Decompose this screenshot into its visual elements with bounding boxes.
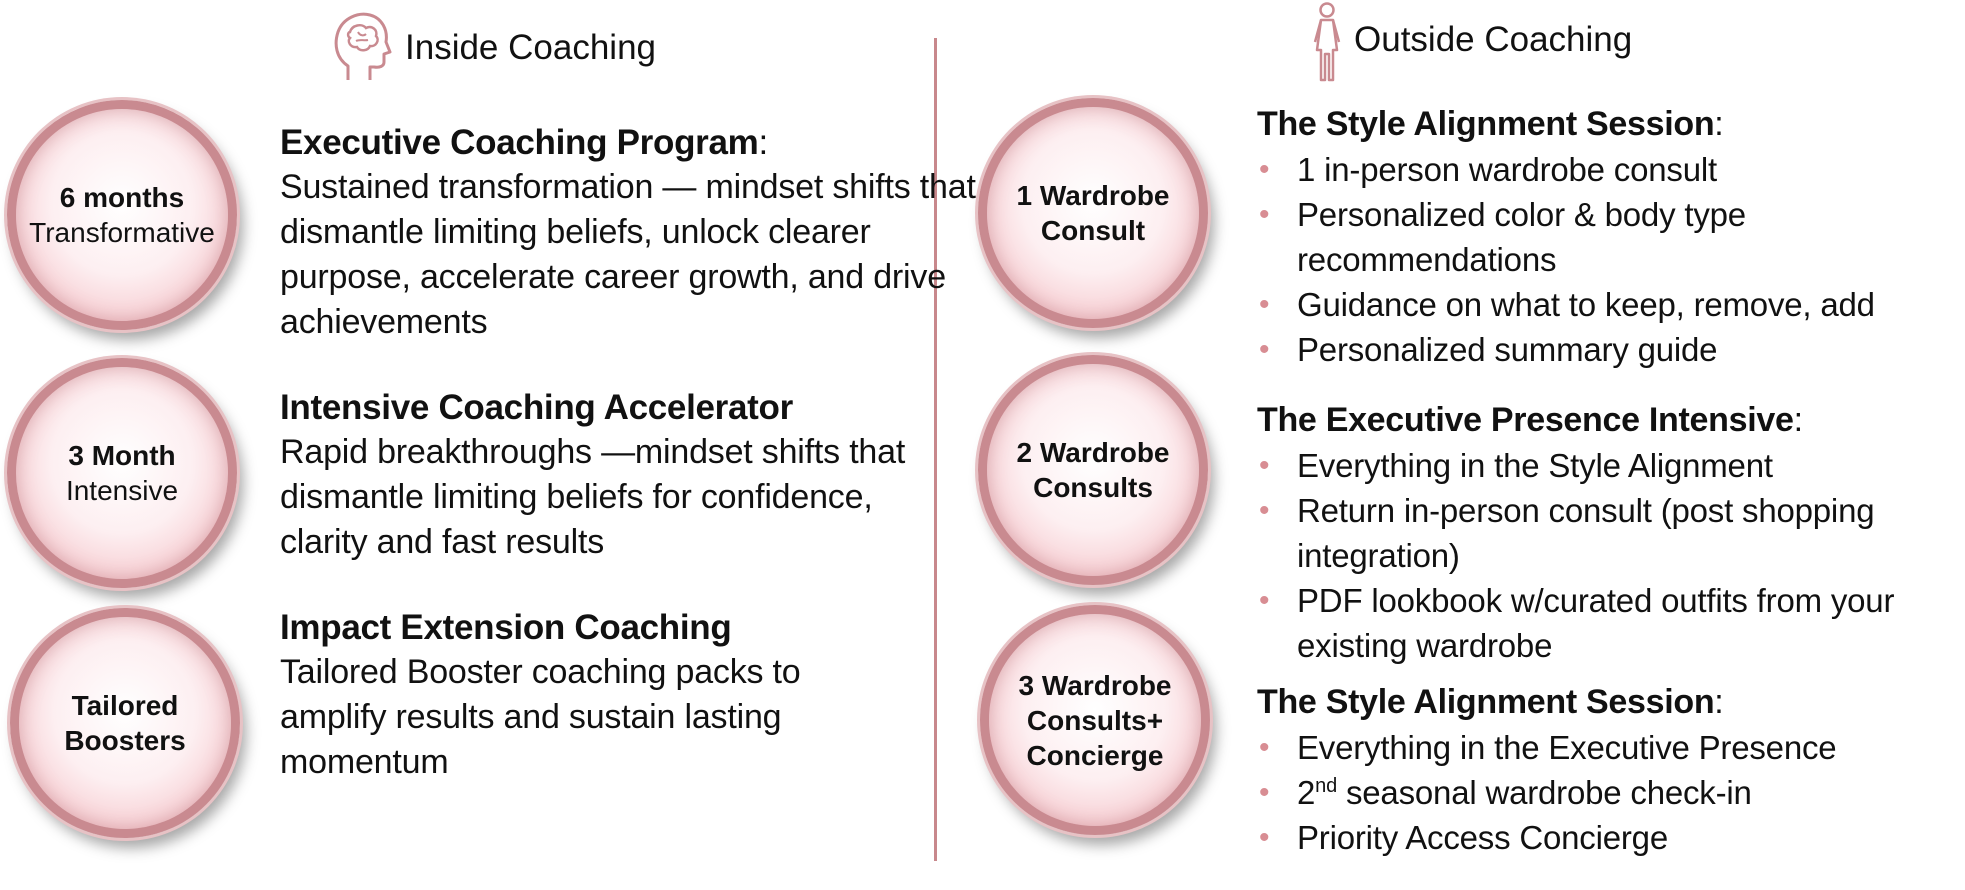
- badge-line: Consults+: [1026, 704, 1164, 736]
- woman-figure-icon: [1310, 2, 1344, 82]
- bullet-item: Priority Access Concierge: [1257, 815, 1857, 860]
- badge-3-wardrobe-consults-concierge: 3 Wardrobe Consults+ Concierge: [980, 605, 1210, 835]
- badge-3-month: 3 Month Intensive: [7, 358, 237, 588]
- package-title: The Executive Presence Intensive:: [1257, 398, 1965, 443]
- program-executive-coaching: Executive Coaching Program: Sustained tr…: [280, 120, 980, 345]
- program-intensive-accelerator: Intensive Coaching Accelerator Rapid bre…: [280, 385, 920, 565]
- brain-head-icon: [330, 10, 392, 82]
- package-title-text: The Style Alignment Session: [1257, 683, 1715, 721]
- badge-line: 2 Wardrobe: [1016, 437, 1170, 468]
- program-description: Tailored Booster coaching packs to ampli…: [280, 653, 801, 781]
- badge-top-text: 3 Month: [68, 440, 176, 471]
- program-impact-extension: Impact Extension Coaching Tailored Boost…: [280, 605, 880, 785]
- badge-line: Consults: [1033, 472, 1153, 503]
- package-title-colon: :: [1793, 401, 1803, 439]
- program-title: Impact Extension Coaching: [280, 608, 732, 647]
- badge-2-wardrobe-consults: 2 Wardrobe Consults: [978, 355, 1208, 585]
- program-description: Sustained transformation — mindset shift…: [280, 168, 976, 341]
- program-title-text: Executive Coaching Program: [280, 123, 759, 162]
- badge-bottom-text: Boosters: [64, 725, 186, 756]
- badge-bottom-text: Intensive: [65, 475, 179, 506]
- badge-line: 3 Wardrobe: [1018, 669, 1172, 701]
- package-title: The Style Alignment Session:: [1257, 102, 1965, 147]
- ordinal-number: 2: [1297, 774, 1316, 811]
- section-title-outside: Outside Coaching: [1354, 20, 1633, 59]
- bullet-item: Everything in the Style Alignment: [1257, 443, 1857, 488]
- badge-6-months: 6 months Transformative: [7, 100, 237, 330]
- badge-top-text: 6 months: [59, 182, 185, 213]
- badge-line: Concierge: [1026, 739, 1164, 771]
- badge-tailored-boosters: Tailored Boosters: [10, 608, 240, 838]
- badge-top-text: Tailored: [71, 690, 179, 721]
- program-title-colon: :: [758, 123, 768, 162]
- package-style-alignment: The Style Alignment Session: 1 in-person…: [1257, 102, 1965, 372]
- section-title-inside: Inside Coaching: [405, 28, 656, 67]
- bullet-item: Personalized color & body type recommend…: [1257, 192, 1817, 282]
- package-title-colon: :: [1714, 683, 1724, 721]
- bullet-rest: seasonal wardrobe check-in: [1337, 774, 1752, 811]
- package-bullets: Everything in the Style Alignment Return…: [1257, 443, 1965, 668]
- bullet-item: Personalized summary guide: [1257, 327, 1857, 372]
- bullet-item: Guidance on what to keep, remove, add: [1257, 282, 1965, 327]
- bullet-item: 1 in-person wardrobe consult: [1257, 147, 1857, 192]
- badge-1-wardrobe-consult: 1 Wardrobe Consult: [978, 98, 1208, 328]
- package-executive-presence: The Executive Presence Intensive: Everyt…: [1257, 398, 1965, 668]
- badge-line: 1 Wardrobe: [1016, 180, 1170, 211]
- bullet-item: 2nd seasonal wardrobe check-in: [1257, 770, 1857, 815]
- package-title: The Style Alignment Session:: [1257, 680, 1937, 725]
- package-bullets: 1 in-person wardrobe consult Personalize…: [1257, 147, 1965, 372]
- program-title: Executive Coaching Program:: [280, 120, 980, 165]
- program-description: Rapid breakthroughs —mindset shifts that…: [280, 433, 906, 561]
- package-title-text: The Executive Presence Intensive: [1257, 401, 1794, 439]
- program-title: Intensive Coaching Accelerator: [280, 388, 793, 427]
- bullet-item: Return in-person consult (post shopping …: [1257, 488, 1965, 578]
- package-bullets: Everything in the Executive Presence 2nd…: [1257, 725, 1937, 860]
- package-style-alignment-concierge: The Style Alignment Session: Everything …: [1257, 680, 1937, 860]
- bullet-item: Everything in the Executive Presence: [1257, 725, 1937, 770]
- badge-bottom-text: Transformative: [29, 217, 215, 248]
- ordinal-suffix: nd: [1315, 775, 1338, 797]
- package-title-colon: :: [1714, 105, 1724, 143]
- badge-line: Consult: [1040, 215, 1146, 246]
- column-divider: [934, 38, 937, 861]
- bullet-item: PDF lookbook w/curated outfits from your…: [1257, 578, 1937, 668]
- package-title-text: The Style Alignment Session: [1257, 105, 1715, 143]
